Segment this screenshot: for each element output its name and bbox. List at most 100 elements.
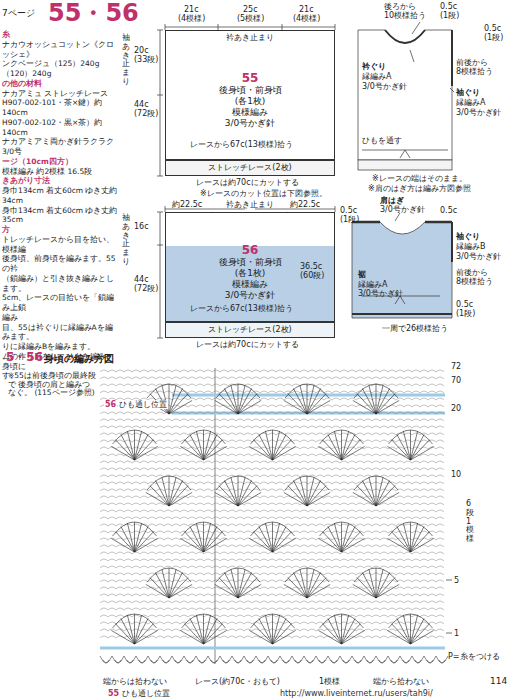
label: ※レースのカット位置は下図参照。 xyxy=(200,189,327,198)
label: 3/0号かぎ針 xyxy=(380,205,425,214)
materials-text: きあがり寸法 xyxy=(2,176,118,186)
label: 一周で26模様拾う xyxy=(382,324,448,333)
label: (1段) xyxy=(456,309,475,318)
label: 1模様 xyxy=(318,677,341,686)
label: (72段) xyxy=(134,109,158,118)
label: 6段1模様 xyxy=(466,500,474,544)
label: 約22.5c xyxy=(172,200,202,209)
label: ※レースの端はそのまま。 xyxy=(372,174,467,183)
label: レース(約70c・おもて) xyxy=(194,677,281,686)
label: (1段) xyxy=(340,215,359,224)
label: 55 xyxy=(108,689,119,698)
label: 5 xyxy=(454,576,459,585)
materials-text: 身巾134cm 着丈60cm ゆき丈約35cm xyxy=(2,206,118,226)
materials-text: トレッチレースから目を拾い、模様編 xyxy=(2,235,118,255)
label: (4模様) xyxy=(293,14,320,23)
label: レースは約70cにカットする xyxy=(196,178,299,187)
lace-band: ストレッチレース(2枚) xyxy=(165,160,335,176)
label: ひも通し位置 xyxy=(118,400,168,409)
label: (33段) xyxy=(134,55,158,64)
label: P=糸をつける xyxy=(448,652,500,661)
label: 36.5c xyxy=(300,262,322,271)
panel-text: ストレッチレース(2枚) xyxy=(166,325,334,335)
label: 肩はぎ xyxy=(380,196,404,205)
materials-text: H907-002-101・茶×鍵）約140cm xyxy=(2,98,118,118)
label: 8模様拾う xyxy=(456,67,493,76)
label: 0.5c xyxy=(440,206,457,215)
panel-text: 3/0号かぎ針 xyxy=(166,290,334,301)
materials-text: 後身頃、前身頃を編みます。55の衿 xyxy=(2,254,118,274)
label: 縁編みA xyxy=(362,72,391,81)
label: 1 xyxy=(454,629,459,638)
part-number: 56 xyxy=(166,243,334,257)
panel-text: 模様編み xyxy=(166,107,334,118)
label: 3/0号かぎ針 xyxy=(358,289,403,298)
label: 縁編みB xyxy=(456,242,486,251)
label: 端から拾わない xyxy=(372,677,430,686)
label: (72段) xyxy=(134,284,158,293)
label: 8模様拾う xyxy=(456,277,493,286)
materials-text: ージ（10cm四方） xyxy=(2,157,118,167)
label: 21c xyxy=(184,5,199,14)
label: (60段) xyxy=(300,271,324,280)
label: 20c xyxy=(134,46,149,55)
label: 縁編みA xyxy=(358,280,387,289)
materials-text: H907-002-102・黒×茶）約140cm xyxy=(2,118,118,138)
panel-text: ストレッチレース(2枚) xyxy=(166,163,334,173)
label: 前後から xyxy=(456,268,488,277)
label: 5・56 xyxy=(6,351,43,365)
materials-text: （鎖編み）と引き抜き編みとします。 xyxy=(2,274,118,294)
label: 袖ぐり xyxy=(456,232,480,241)
label: 10模様拾う xyxy=(384,11,426,20)
label: ※肩のはぎ方は編み方図参照 xyxy=(368,184,471,193)
label: 55・56 xyxy=(48,0,139,28)
label: 衿ぐり xyxy=(362,62,386,71)
label: (1段) xyxy=(440,11,459,20)
label: 縁編みA xyxy=(456,98,485,107)
label: レースから67c(13模様)拾う xyxy=(190,304,293,313)
label: 16c xyxy=(134,222,149,231)
label: 裾 xyxy=(358,270,366,279)
label: レースは約70cにカットする xyxy=(196,340,299,349)
label: ※55は前後身頃の最終段で 後身頃の肩と編みつなぐ。 (115ページ参照) xyxy=(8,372,96,398)
label: 72 xyxy=(451,362,461,371)
materials-text: ナカアミアミ両かぎ針ラクラク 3/0号 xyxy=(2,137,118,157)
materials-text: 身巾134cm 着丈60cm ゆき丈約34cm xyxy=(2,186,118,206)
label: 衿あき止まり xyxy=(226,200,274,209)
label: 袖あき止まり xyxy=(122,214,130,267)
label: (1段) xyxy=(484,33,503,42)
label: 0.5c xyxy=(440,2,457,11)
label: 25c xyxy=(243,5,258,14)
part-number: 55 xyxy=(166,71,334,85)
label: 袖あき止まり xyxy=(122,34,130,87)
lace-band: ストレッチレース(2枚) xyxy=(165,322,335,338)
label: (4模様) xyxy=(178,14,205,23)
label: 約22.5c xyxy=(290,200,320,209)
label: 44c xyxy=(134,100,149,109)
label: ひも通し位置 xyxy=(122,689,170,698)
label: 56 xyxy=(104,400,117,409)
label: 前後から xyxy=(456,58,488,67)
materials-text: 糸 xyxy=(2,30,118,40)
panel-text: 3/0号かぎ針 xyxy=(166,118,334,129)
label: 身頃の編み方図 xyxy=(44,353,114,365)
materials-text: の他の材料 xyxy=(2,79,118,89)
panel-text: (各1枚) xyxy=(166,96,334,107)
label: 後ろから xyxy=(384,2,416,11)
label: 21c xyxy=(299,5,314,14)
materials-text: 編み xyxy=(2,313,118,323)
label: 44c xyxy=(134,275,149,284)
materials-text: 5cm、レースの目拾いを「鎖編み上鎖 xyxy=(2,293,118,313)
label: 0.5c xyxy=(456,300,473,309)
label: 3/0号かぎ針 xyxy=(362,82,407,91)
panel-text: 模様編み xyxy=(166,279,334,290)
materials-text: ナカアミュ ストレッチレース xyxy=(2,89,118,99)
materials-text: ナカウオッシュコットン《クロッシェ》 xyxy=(2,40,118,60)
label: 3/0号かぎ針 xyxy=(456,252,501,261)
label: 10 xyxy=(451,470,461,479)
label: 3/0号かぎ針 xyxy=(456,108,501,117)
label: 0.5c xyxy=(484,24,501,33)
label: 衿あき止まり xyxy=(226,33,274,42)
label: 114 xyxy=(490,676,507,686)
label: 20 xyxy=(451,404,461,413)
